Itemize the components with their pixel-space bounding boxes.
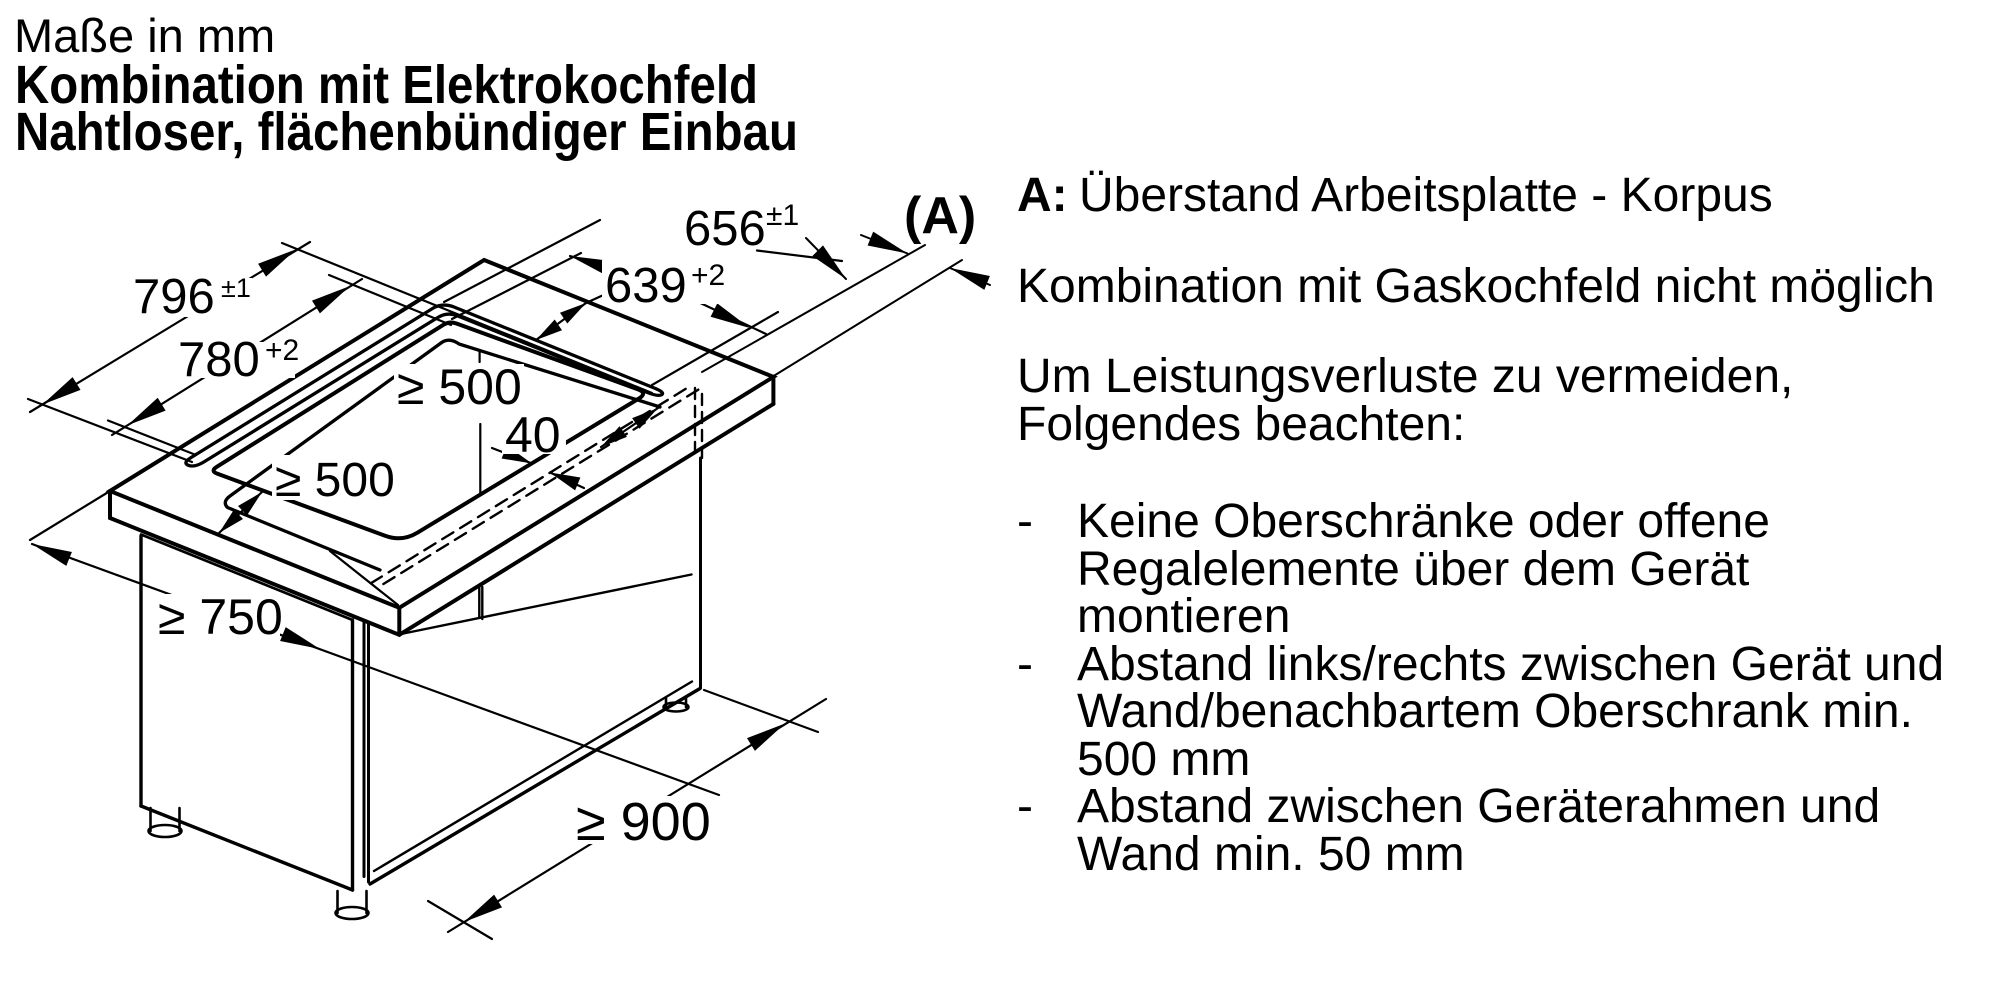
- svg-text:Maße in mm: Maße in mm: [14, 9, 275, 62]
- svg-text:796: 796: [133, 270, 215, 324]
- svg-text:Abstand zwischen Geräterahmen: Abstand zwischen Geräterahmen und: [1077, 780, 1880, 833]
- svg-text:656: 656: [684, 202, 766, 256]
- svg-text:≥ 750: ≥ 750: [158, 589, 283, 645]
- svg-text:≥ 500: ≥ 500: [397, 359, 522, 415]
- svg-text:Überstand Arbeitsplatte - Korp: Überstand Arbeitsplatte - Korpus: [1079, 169, 1773, 222]
- svg-text:≥ 500: ≥ 500: [275, 454, 395, 507]
- svg-text:Folgendes beachten:: Folgendes beachten:: [1017, 398, 1465, 451]
- svg-text:±1: ±1: [766, 199, 799, 232]
- svg-text:+2: +2: [691, 259, 725, 292]
- svg-text:780: 780: [178, 333, 260, 387]
- svg-text:Kombination mit Gaskochfeld ni: Kombination mit Gaskochfeld nicht möglic…: [1017, 260, 1935, 313]
- svg-text:-: -: [1017, 638, 1033, 691]
- svg-text:639: 639: [605, 259, 687, 313]
- svg-text:Wand min. 50 mm: Wand min. 50 mm: [1077, 828, 1465, 881]
- svg-text:montieren: montieren: [1077, 590, 1290, 643]
- svg-text:Kombination mit Elektrokochfel: Kombination mit Elektrokochfeld: [15, 55, 758, 115]
- svg-text:Wand/benachbartem Oberschrank: Wand/benachbartem Oberschrank min.: [1077, 685, 1913, 738]
- svg-text:500 mm: 500 mm: [1077, 733, 1250, 786]
- svg-text:Um Leistungsverluste zu vermei: Um Leistungsverluste zu vermeiden,: [1017, 350, 1793, 403]
- svg-text:-: -: [1017, 495, 1033, 548]
- svg-text:≥ 900: ≥ 900: [576, 792, 711, 852]
- svg-text:+2: +2: [265, 334, 299, 367]
- svg-text:A:: A:: [1017, 169, 1068, 222]
- svg-text:Regalelemente über dem Gerät: Regalelemente über dem Gerät: [1077, 543, 1749, 596]
- svg-text:±1: ±1: [221, 273, 251, 303]
- svg-text:Nahtloser, flächenbündiger Ein: Nahtloser, flächenbündiger Einbau: [15, 102, 798, 162]
- svg-text:Keine Oberschränke oder offene: Keine Oberschränke oder offene: [1077, 495, 1770, 548]
- svg-text:(A): (A): [904, 187, 976, 245]
- svg-text:40: 40: [505, 407, 561, 463]
- svg-text:Abstand links/rechts zwischen: Abstand links/rechts zwischen Gerät und: [1077, 638, 1944, 691]
- svg-text:-: -: [1017, 780, 1033, 833]
